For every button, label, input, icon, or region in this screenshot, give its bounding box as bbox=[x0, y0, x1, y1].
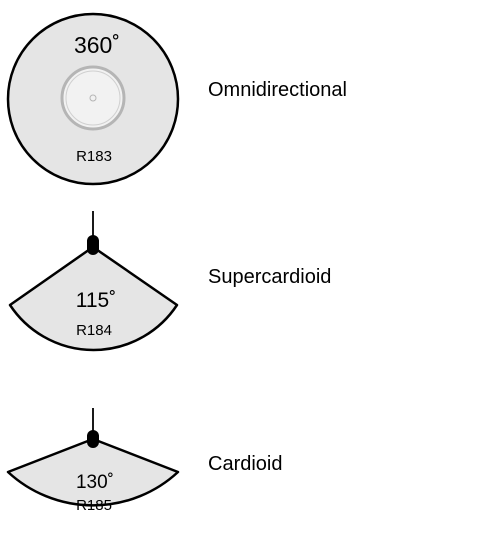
supercardioid-pattern: 115˚ R184 bbox=[8, 211, 179, 352]
cardioid-fan-icon bbox=[6, 437, 180, 507]
microphone-capsule-icon bbox=[60, 65, 126, 131]
omnidirectional-pattern: 360˚ R183 bbox=[6, 12, 180, 186]
supercardioid-model: R184 bbox=[76, 322, 112, 339]
supercardioid-angle: 115˚ bbox=[76, 289, 116, 312]
capsule-inner-ring bbox=[65, 70, 121, 126]
cardioid-model: R185 bbox=[76, 497, 112, 514]
cardioid-label: Cardioid bbox=[208, 453, 283, 475]
omni-model: R183 bbox=[76, 148, 112, 165]
cardioid-pattern: 130˚ R185 bbox=[6, 408, 180, 514]
cardioid-angle: 130˚ bbox=[76, 472, 114, 493]
omni-angle: 360˚ bbox=[74, 32, 120, 58]
capsule-center-dot bbox=[89, 94, 97, 102]
omnidirectional-label: Omnidirectional bbox=[208, 79, 347, 101]
mic-body-icon bbox=[87, 235, 99, 255]
supercardioid-label: Supercardioid bbox=[208, 266, 332, 288]
supercardioid-fan-icon bbox=[8, 245, 179, 352]
mic-body-icon bbox=[87, 430, 99, 448]
